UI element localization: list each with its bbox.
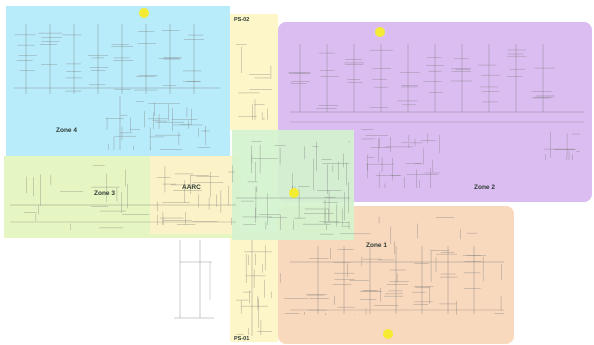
- marker-zone-2: [375, 27, 385, 37]
- ps-02-label: PS-02: [234, 17, 249, 23]
- marker-zone-4: [139, 8, 149, 18]
- zone-4-label: Zone 4: [56, 127, 77, 134]
- central-zone-region: [232, 130, 354, 240]
- aarc-region: [150, 156, 240, 234]
- ps-01-label: PS-01: [234, 336, 249, 342]
- marker-center: [289, 188, 299, 198]
- zone-4-region: [6, 6, 230, 156]
- zone-3-label: Zone 3: [94, 190, 115, 197]
- zone-2-label: Zone 2: [474, 184, 495, 191]
- zone-1-label: Zone 1: [366, 242, 387, 249]
- aarc-label: AARC: [182, 184, 201, 191]
- ps-02-strip: [230, 14, 278, 130]
- pipeline-network: [10, 24, 584, 336]
- marker-zone-1: [383, 329, 393, 339]
